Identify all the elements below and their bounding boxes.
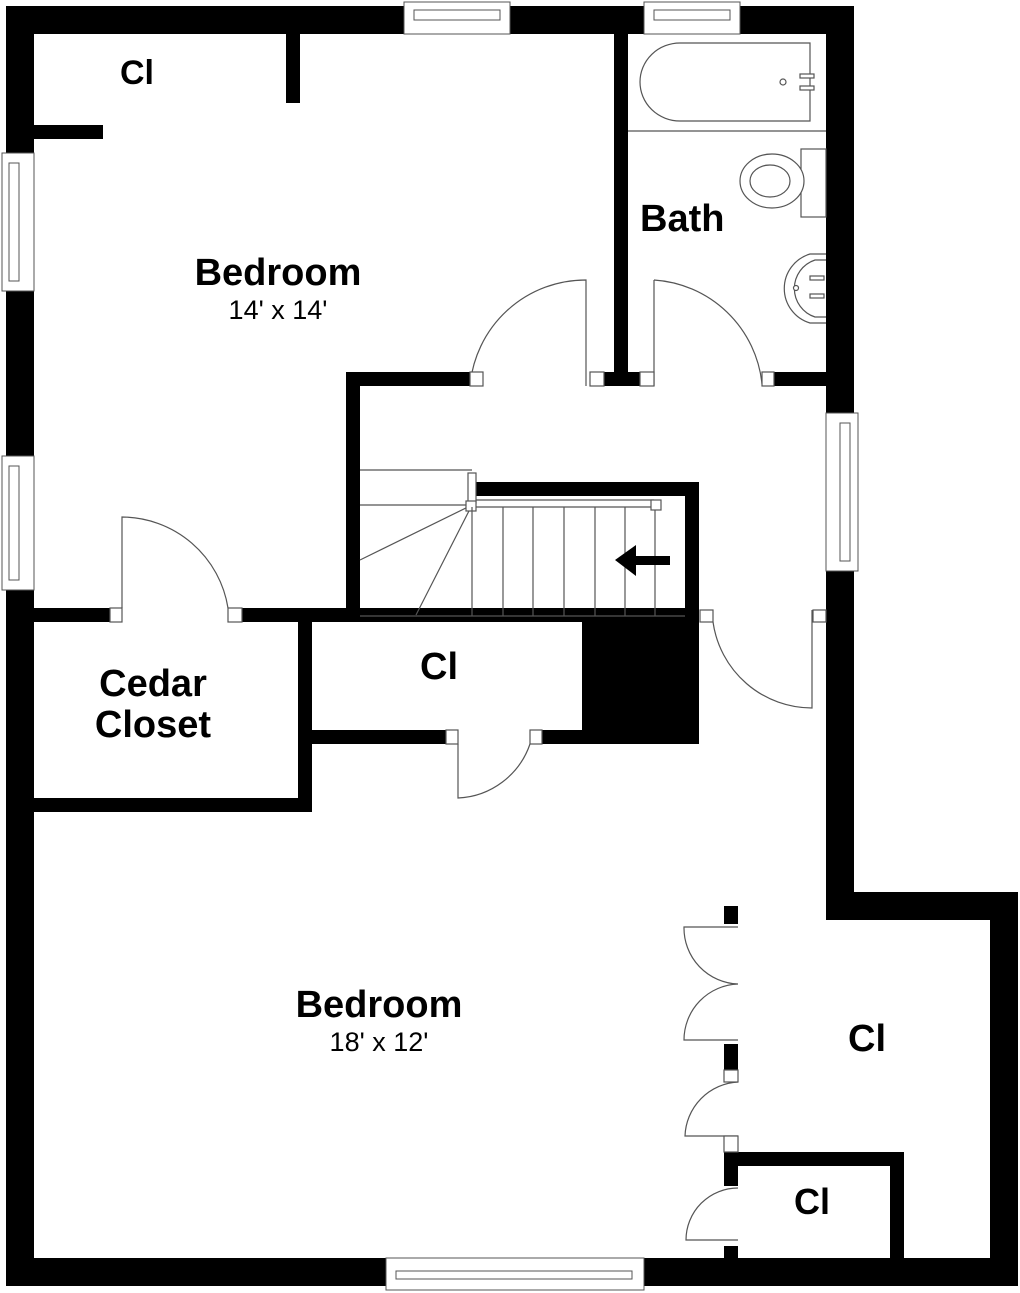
room-label-bedroom-top: Bedroom 14' x 14'	[180, 254, 376, 324]
room-name: Cl	[120, 54, 154, 92]
toilet-tank	[800, 148, 827, 218]
room-label-closet-top-left: Cl	[120, 56, 154, 90]
room-label-cedar-closet: Cedar Closet	[82, 665, 224, 744]
room-name-line2: Closet	[94, 704, 212, 746]
bathtub-icon	[639, 42, 811, 122]
room-name: Cl	[794, 1181, 830, 1222]
room-dimensions: 18' x 12'	[329, 1027, 429, 1057]
room-name-line1: Cedar	[99, 663, 207, 705]
room-label-closet-right-large: Cl	[848, 1020, 886, 1058]
stair-direction-arrow-icon	[615, 545, 670, 576]
room-label-bedroom-bottom: Bedroom 18' x 12'	[280, 986, 478, 1056]
room-name: Cl	[848, 1018, 886, 1060]
room-name: Bedroom	[194, 252, 362, 294]
room-dimensions: 14' x 14'	[228, 295, 328, 325]
room-name: Cl	[420, 646, 458, 688]
room-label-closet-right-small: Cl	[794, 1184, 830, 1220]
room-name: Bath	[640, 198, 725, 240]
bath-fixtures	[628, 42, 827, 324]
room-label-bath: Bath	[640, 200, 724, 238]
staircase	[359, 469, 685, 617]
door-swings	[109, 279, 827, 1241]
room-label-closet-center: Cl	[420, 648, 458, 686]
windows	[1, 1, 859, 1291]
room-name: Bedroom	[295, 984, 463, 1026]
walls	[6, 6, 1018, 1286]
